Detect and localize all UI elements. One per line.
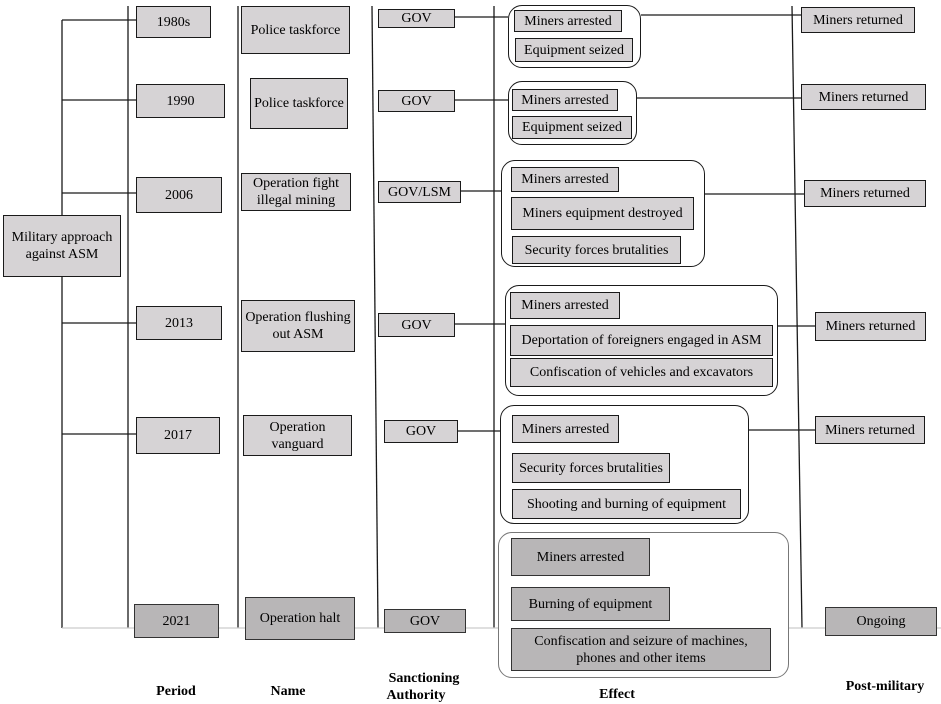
effect-box: Security forces brutalities (512, 453, 670, 483)
effect-box: Miners arrested (514, 10, 622, 32)
period-box: 2017 (136, 417, 220, 454)
name-box: Police taskforce (241, 6, 350, 54)
post-box: Miners returned (804, 180, 926, 207)
divider-line (791, 5, 803, 629)
authority-box: GOV (384, 609, 466, 633)
post-box: Ongoing (825, 607, 937, 636)
authority-box: GOV (378, 313, 455, 337)
effect-box: Miners arrested (511, 167, 619, 192)
header-authority: Authority (386, 688, 446, 703)
authority-box: GOV (378, 90, 455, 112)
effect-box: Miners arrested (510, 292, 620, 319)
period-box: 2006 (136, 177, 222, 213)
name-box: Operation vanguard (243, 415, 352, 456)
post-box: Miners returned (815, 416, 925, 444)
name-box: Operation halt (245, 597, 355, 640)
effect-box: Miners arrested (512, 415, 619, 443)
effect-box: Shooting and burning of equipment (512, 489, 741, 519)
name-box: Operation fight illegal mining (241, 173, 351, 211)
authority-box: GOV (378, 9, 455, 28)
effect-box: Miners arrested (512, 89, 618, 111)
post-box: Miners returned (815, 312, 926, 341)
post-box: Miners returned (801, 84, 926, 110)
header-name: Name (270, 684, 306, 699)
effect-box: Deportation of foreigners engaged in ASM (510, 325, 773, 356)
name-box: Operation flushing out ASM (241, 300, 355, 352)
header-sanctioning: Sanctioning (388, 671, 460, 686)
header-period: Period (156, 684, 196, 699)
effect-box: Equipment seized (512, 116, 632, 139)
effect-box: Security forces brutalities (512, 236, 681, 264)
period-box: 2021 (134, 604, 219, 638)
effect-box: Miners equipment destroyed (511, 197, 694, 230)
name-box: Police taskforce (250, 78, 348, 129)
effect-box: Burning of equipment (511, 587, 670, 621)
header-effect: Effect (599, 687, 635, 702)
post-box: Miners returned (801, 7, 915, 33)
effect-box: Equipment seized (515, 38, 633, 62)
divider-line (371, 5, 379, 629)
effect-box: Confiscation of vehicles and excavators (510, 358, 773, 387)
root-box: Military approach against ASM (3, 215, 121, 277)
period-box: 1990 (136, 84, 225, 118)
period-box: 2013 (136, 306, 222, 340)
effect-box: Miners arrested (511, 538, 650, 576)
effect-box: Confiscation and seizure of machines, ph… (511, 628, 771, 671)
period-box: 1980s (136, 6, 211, 38)
authority-box: GOV (384, 420, 458, 443)
header-post-military: Post-military (845, 679, 925, 694)
authority-box: GOV/LSM (378, 181, 461, 203)
